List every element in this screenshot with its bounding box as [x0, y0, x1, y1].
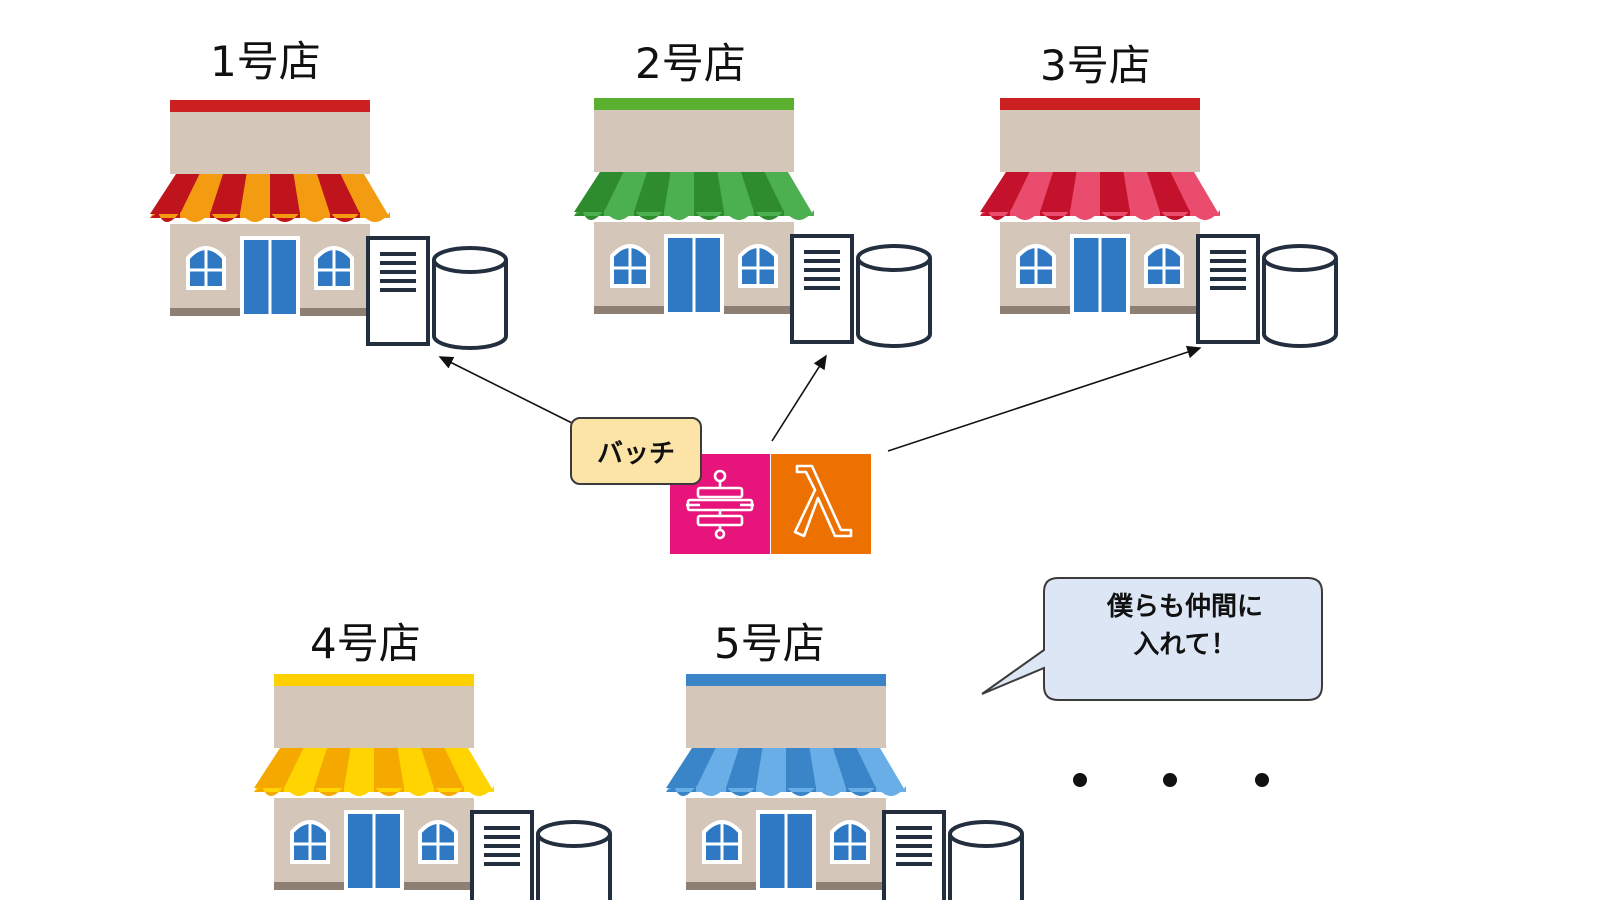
database-icon [432, 246, 508, 350]
lambda-icon [771, 454, 871, 554]
speech-bubble-line-2: 入れて！ [1133, 630, 1237, 660]
dot [1073, 773, 1087, 787]
store-building-icon [574, 98, 814, 316]
store-building-icon [980, 98, 1220, 316]
speech-bubble-line-1: 僕らも仲間に [1106, 592, 1263, 622]
speech-bubble [981, 577, 1323, 701]
server-icon [790, 234, 854, 344]
store-label-4: 4号店 [310, 619, 421, 668]
ellipsis-dots [1073, 773, 1269, 787]
store-2 [574, 98, 932, 348]
arrows [438, 345, 1202, 452]
store-label-3: 3号店 [1040, 41, 1151, 90]
arrow-to-store-1 [438, 356, 573, 424]
speech-bubble-text: 僕らも仲間に 入れて！ [1040, 588, 1330, 664]
server-icon [882, 810, 946, 900]
arrow-to-store-3 [887, 345, 1202, 452]
store-3 [980, 98, 1338, 348]
dot [1163, 773, 1177, 787]
server-icon [470, 810, 534, 900]
dot [1255, 773, 1269, 787]
server-icon [1196, 234, 1260, 344]
store-building-icon [254, 674, 494, 892]
server-icon [366, 236, 430, 346]
store-label-5: 5号店 [714, 619, 825, 668]
store-5 [666, 674, 1024, 900]
store-label-2: 2号店 [635, 39, 746, 88]
database-icon [856, 244, 932, 348]
store-building-icon [150, 100, 390, 318]
store-1 [150, 100, 508, 350]
store-building-icon [666, 674, 906, 892]
store-4 [254, 674, 612, 900]
database-icon [948, 820, 1024, 900]
store-label-1: 1号店 [210, 37, 321, 86]
batch-label: バッチ [570, 417, 702, 485]
arrow-to-store-2 [771, 354, 827, 442]
database-icon [536, 820, 612, 900]
database-icon [1262, 244, 1338, 348]
